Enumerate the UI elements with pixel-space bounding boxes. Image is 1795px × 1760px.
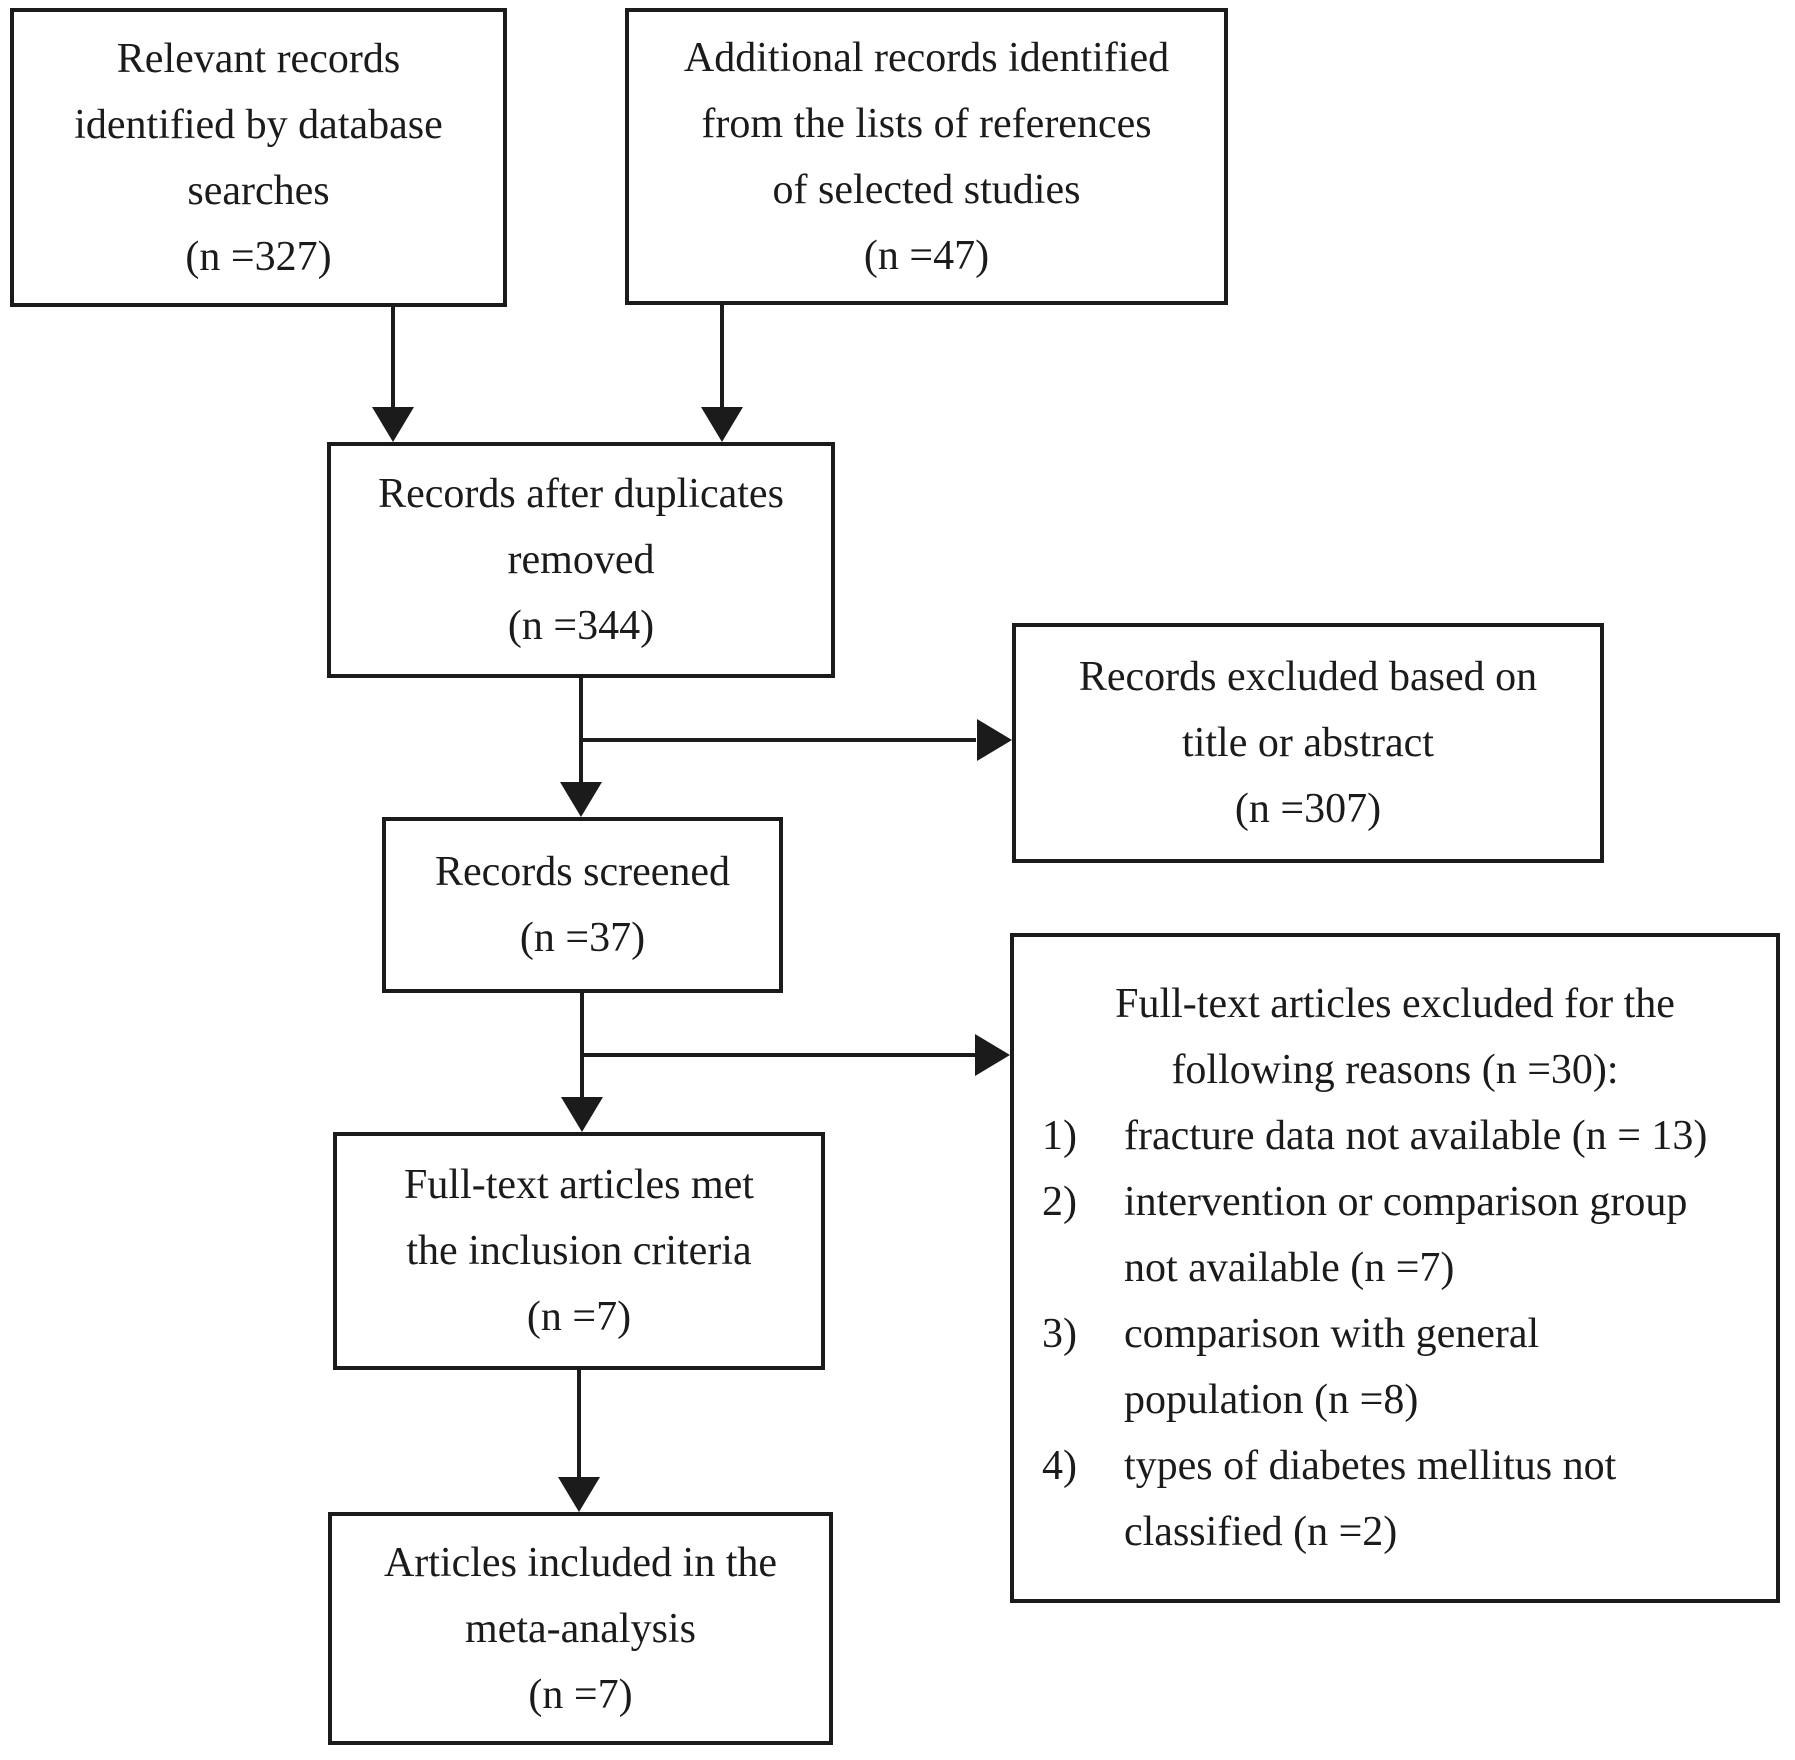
box-text-line: (n =327) xyxy=(185,233,332,280)
box-text-line: (n =344) xyxy=(507,603,655,649)
box-text-line: classified (n =2) xyxy=(1124,1509,1398,1555)
box-text-line: (n =307) xyxy=(1234,786,1382,832)
excluded-reason-text: fracture data not available (n = 13) xyxy=(1124,1103,1776,1169)
arrowhead-references-to-duplicates xyxy=(701,407,743,442)
box-text-line: Relevant records xyxy=(116,35,401,82)
excluded-reason-item: 4) types of diabetes mellitus not classi… xyxy=(1014,1433,1776,1565)
box-records-references: Additional records identified from the l… xyxy=(625,8,1228,305)
box-duplicates-removed: Records after duplicates removed (n =344… xyxy=(327,442,835,678)
box-text-line: identified by database xyxy=(74,101,443,148)
connector-inclusion-to-meta xyxy=(577,1370,581,1478)
excluded-reason-number: 2) xyxy=(1042,1179,1077,1225)
excluded-reason-text: comparison with general population (n =8… xyxy=(1124,1301,1776,1433)
connector-database-to-duplicates xyxy=(391,305,395,409)
box-text-line: of selected studies xyxy=(772,166,1081,213)
box-text-line: searches xyxy=(187,167,330,214)
arrowhead-screened-to-inclusion xyxy=(561,1097,603,1132)
box-text-line: fracture data not available (n = 13) xyxy=(1124,1113,1708,1159)
box-text-line: meta-analysis xyxy=(465,1605,696,1652)
excluded-reason-text: types of diabetes mellitus not classifie… xyxy=(1124,1433,1776,1565)
excluded-reason-text: intervention or comparison group not ava… xyxy=(1124,1169,1776,1301)
box-text-line: removed xyxy=(507,537,655,583)
connector-screened-to-inclusion xyxy=(580,993,584,1098)
connector-branch-excluded-fulltext xyxy=(580,1053,975,1057)
box-text-line: Articles included in the xyxy=(383,1539,778,1586)
arrowhead-database-to-duplicates xyxy=(372,407,414,442)
box-excluded-title-abstract: Records excluded based on title or abstr… xyxy=(1012,623,1604,863)
box-records-database: Relevant records identified by database … xyxy=(10,8,507,307)
excluded-reason-item: 2) intervention or comparison group not … xyxy=(1014,1169,1776,1301)
box-text-line: Additional records identified xyxy=(683,34,1170,81)
box-text-line: from the lists of references xyxy=(701,100,1152,147)
box-text-line: population (n =8) xyxy=(1124,1377,1419,1423)
excluded-reason-number: 4) xyxy=(1042,1443,1077,1489)
excluded-reason-number: 1) xyxy=(1042,1113,1077,1159)
box-text-line: Records excluded based on xyxy=(1078,654,1538,700)
arrowhead-duplicates-to-screened xyxy=(560,782,602,817)
box-text-line: intervention or comparison group xyxy=(1124,1179,1688,1225)
box-included-meta-analysis: Articles included in the meta-analysis (… xyxy=(328,1512,833,1745)
box-text-line: Records screened xyxy=(434,849,731,895)
box-text-line: (n =7) xyxy=(526,1294,632,1340)
box-text-line: (n =7) xyxy=(528,1671,633,1718)
box-text-line: title or abstract xyxy=(1182,720,1434,766)
box-text-line: (n =47) xyxy=(863,232,990,279)
box-text-line: (n =37) xyxy=(519,915,646,961)
arrowhead-excluded-fulltext xyxy=(975,1034,1010,1076)
box-met-inclusion-criteria: Full-text articles met the inclusion cri… xyxy=(333,1132,825,1370)
box-text-line: comparison with general xyxy=(1124,1311,1540,1357)
box-text-line: Records after duplicates xyxy=(378,471,784,517)
excluded-reason-number: 3) xyxy=(1042,1311,1077,1357)
box-records-screened: Records screened (n =37) xyxy=(382,817,783,993)
box-excluded-fulltext-reasons: Full-text articles excluded for the foll… xyxy=(1010,933,1780,1603)
arrowhead-inclusion-to-meta xyxy=(558,1477,600,1512)
box-text-line: not available (n =7) xyxy=(1124,1245,1455,1291)
box-text-line: types of diabetes mellitus not xyxy=(1124,1443,1617,1489)
connector-duplicates-to-screened xyxy=(579,678,583,784)
excluded-reasons-header-line: following reasons (n =30): xyxy=(1171,1047,1619,1093)
excluded-reason-item: 1) fracture data not available (n = 13) xyxy=(1014,1103,1776,1169)
excluded-reasons-header-line: Full-text articles excluded for the xyxy=(1115,981,1675,1027)
arrowhead-excluded-title xyxy=(977,719,1012,761)
box-text-line: the inclusion criteria xyxy=(406,1228,752,1274)
box-text-line: Full-text articles met xyxy=(404,1162,754,1208)
connector-branch-excluded-title xyxy=(579,738,976,742)
connector-references-to-duplicates xyxy=(720,305,724,409)
excluded-reason-item: 3) comparison with general population (n… xyxy=(1014,1301,1776,1433)
